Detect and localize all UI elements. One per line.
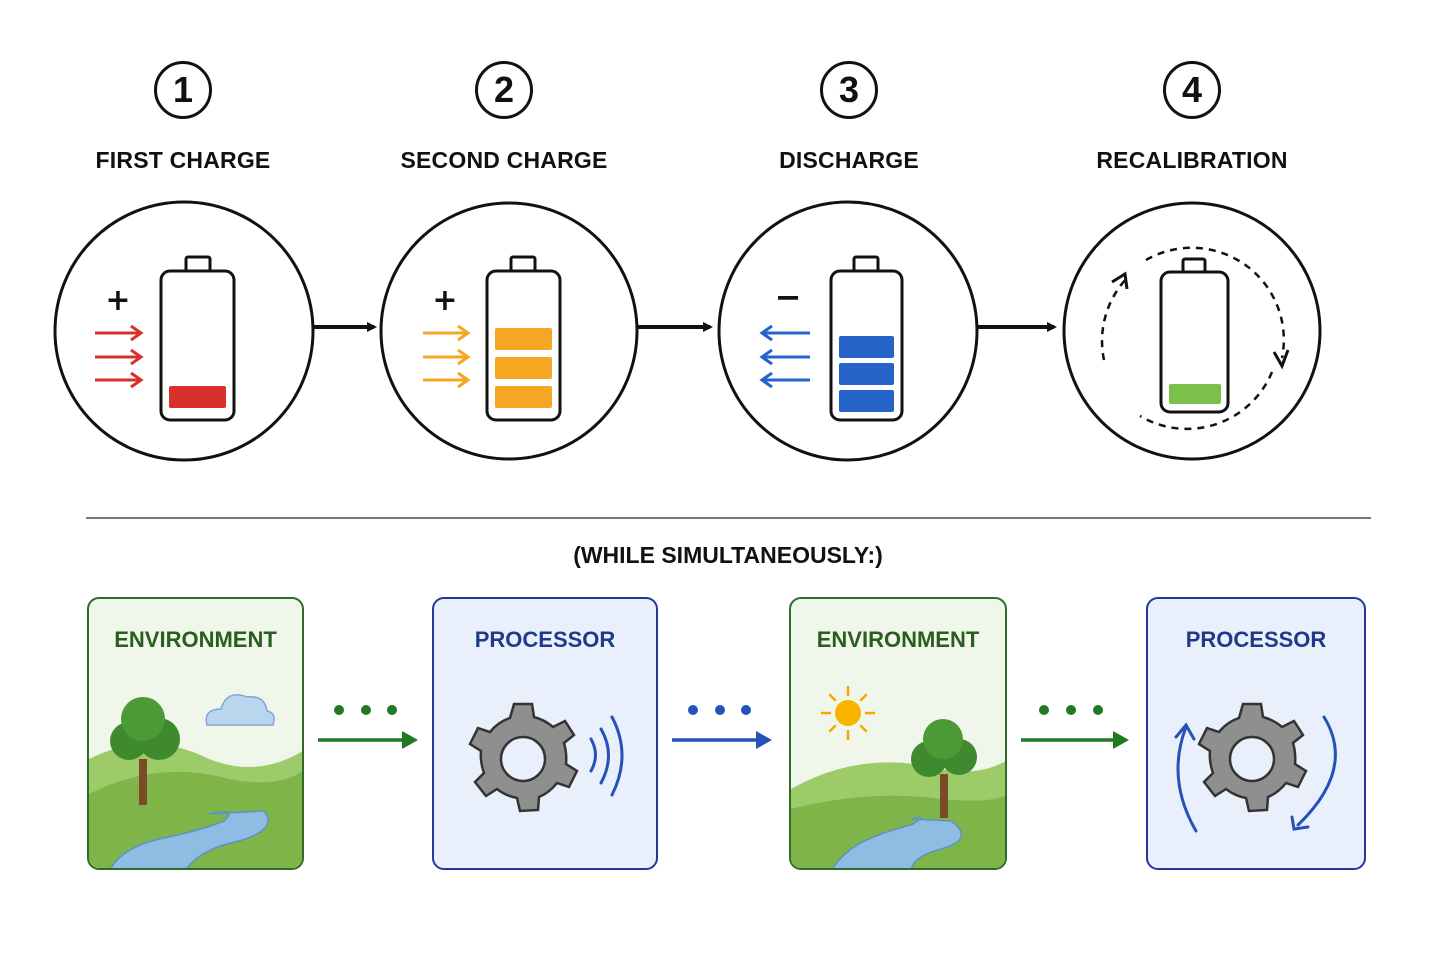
signal-waves-icon: [589, 715, 624, 797]
step-title-recalibration: RECALIBRATION: [1096, 147, 1288, 173]
flow-arrow: [1021, 731, 1129, 749]
step-2-circle: +: [379, 201, 639, 461]
card-title: PROCESSOR: [1185, 627, 1327, 652]
simultaneous-subheading: (WHILE SIMULTANEOUSLY:): [573, 542, 883, 568]
landscape-illustration: [89, 694, 302, 868]
tree-icon: [110, 697, 180, 805]
battery-icon: [485, 255, 562, 422]
charge-arrows: [423, 324, 471, 389]
step-number-3: 3: [820, 61, 878, 119]
sun-icon: [820, 685, 876, 741]
processor-card-1: PROCESSOR: [432, 597, 658, 870]
step-title-discharge: DISCHARGE: [779, 147, 919, 173]
section-divider: [86, 517, 1371, 519]
battery-icon: [1159, 257, 1230, 414]
battery-icon: [159, 255, 236, 422]
minus-sign: −: [775, 278, 802, 316]
ellipsis-dots: [688, 705, 751, 715]
step-1-circle: +: [53, 200, 315, 462]
charge-arrows: [95, 324, 144, 389]
battery-steps-diagram: + +: [53, 200, 1322, 462]
rotation-arrows-icon: [1174, 715, 1337, 833]
recalibration-cycle-icon: [1100, 246, 1290, 431]
discharge-arrows: [759, 324, 810, 389]
gear-icon: [1197, 702, 1308, 813]
river-icon: [110, 810, 269, 868]
battery-icon: [829, 255, 904, 422]
plus-sign: +: [432, 283, 457, 318]
connector-env-to-processor-1: [318, 705, 418, 749]
connector-processor-to-env: [672, 705, 772, 749]
river-icon: [832, 816, 963, 868]
step-number-1: 1: [154, 61, 212, 119]
card-title: PROCESSOR: [474, 627, 616, 652]
card-title: ENVIRONMENT: [816, 627, 980, 652]
card-title: ENVIRONMENT: [114, 627, 277, 652]
step-title-first-charge: FIRST CHARGE: [95, 147, 271, 173]
ellipsis-dots: [334, 705, 397, 715]
step-3-circle: −: [717, 200, 979, 462]
ellipsis-dots: [1039, 705, 1103, 715]
step-4-circle: [1062, 201, 1322, 461]
flow-arrow: [672, 731, 772, 749]
step-number-2: 2: [475, 61, 533, 119]
gear-icon: [468, 702, 579, 813]
step-title-second-charge: SECOND CHARGE: [400, 147, 608, 173]
tree-icon: [911, 719, 977, 818]
environment-card-1: ENVIRONMENT: [87, 597, 304, 870]
plus-sign: +: [105, 283, 130, 318]
processor-illustration: [1174, 702, 1337, 833]
step-number-4: 4: [1163, 61, 1221, 119]
cloud-icon: [205, 694, 275, 726]
landscape-illustration: [791, 685, 1005, 868]
connector-env-to-processor-2: [1021, 705, 1129, 749]
processor-illustration: [468, 702, 624, 813]
flow-arrow: [318, 731, 418, 749]
processor-card-2: PROCESSOR: [1146, 597, 1366, 870]
environment-card-2: ENVIRONMENT: [789, 597, 1007, 870]
